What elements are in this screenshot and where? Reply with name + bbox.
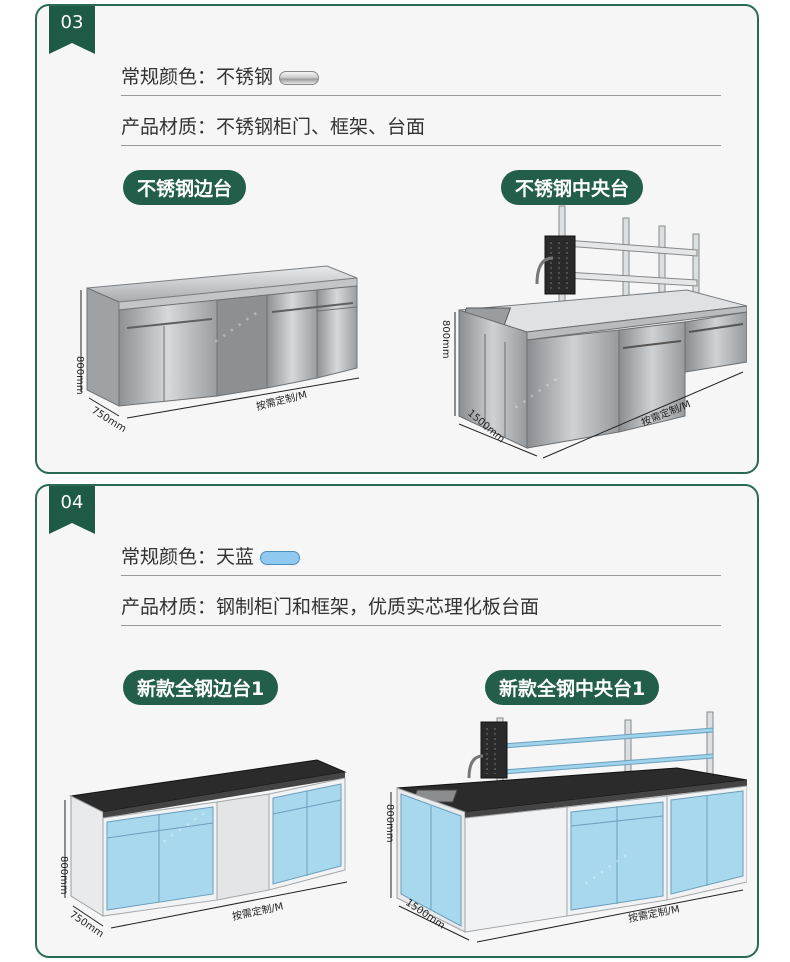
color-label: 常规颜色：不锈钢: [121, 66, 274, 88]
product-label-pill: 不锈钢中央台: [501, 170, 644, 205]
stainless-central-bench-image: 800mm 1500mm 按需定制/M · · · · · ·: [397, 202, 747, 464]
height-dim-label: 800mm: [58, 856, 69, 895]
steel-side-bench-image: 800mm 750mm 按需定制/M · · · · · ·: [55, 756, 355, 946]
material-label: 产品材质：钢制柜门和框架，优质实芯理化板台面: [121, 596, 540, 618]
color-swatch-steel: [279, 70, 320, 85]
steel-central-bench-image: 800mm 1500mm 按需定制/M · · · · · ·: [377, 708, 747, 948]
length-dim-label: 按需定制/M: [627, 902, 681, 925]
height-dim-label: 800mm: [440, 320, 451, 359]
section-04-panel: 04 常规颜色：天蓝 产品材质：钢制柜门和框架，优质实芯理化板台面 新款全钢边台…: [35, 484, 759, 958]
height-dim-label: 800mm: [384, 804, 395, 843]
product-label-pill: 新款全钢中央台1: [485, 670, 660, 705]
material-label: 产品材质：不锈钢柜门、框架、台面: [121, 116, 426, 138]
color-label: 常规颜色：天蓝: [121, 546, 255, 568]
section-03-panel: 03 常规颜色：不锈钢 产品材质：不锈钢柜门、框架、台面 不锈钢边台 不锈钢中央…: [35, 4, 759, 474]
color-spec-line: 常规颜色：不锈钢: [121, 62, 721, 96]
height-dim-label: 800mm: [74, 356, 85, 395]
product-label-pill: 不锈钢边台: [123, 170, 247, 205]
color-swatch-sky-blue: [260, 550, 301, 565]
stainless-side-bench-image: 800mm 750mm 按需定制/M · · · · · ·: [67, 256, 367, 456]
product-label-pill: 新款全钢边台1: [123, 670, 279, 705]
material-spec-line: 产品材质：不锈钢柜门、框架、台面: [121, 112, 721, 146]
section-number-badge: 04: [49, 486, 95, 534]
material-spec-line: 产品材质：钢制柜门和框架，优质实芯理化板台面: [121, 592, 721, 626]
section-number-badge: 03: [49, 6, 95, 54]
color-spec-line: 常规颜色：天蓝: [121, 542, 721, 576]
